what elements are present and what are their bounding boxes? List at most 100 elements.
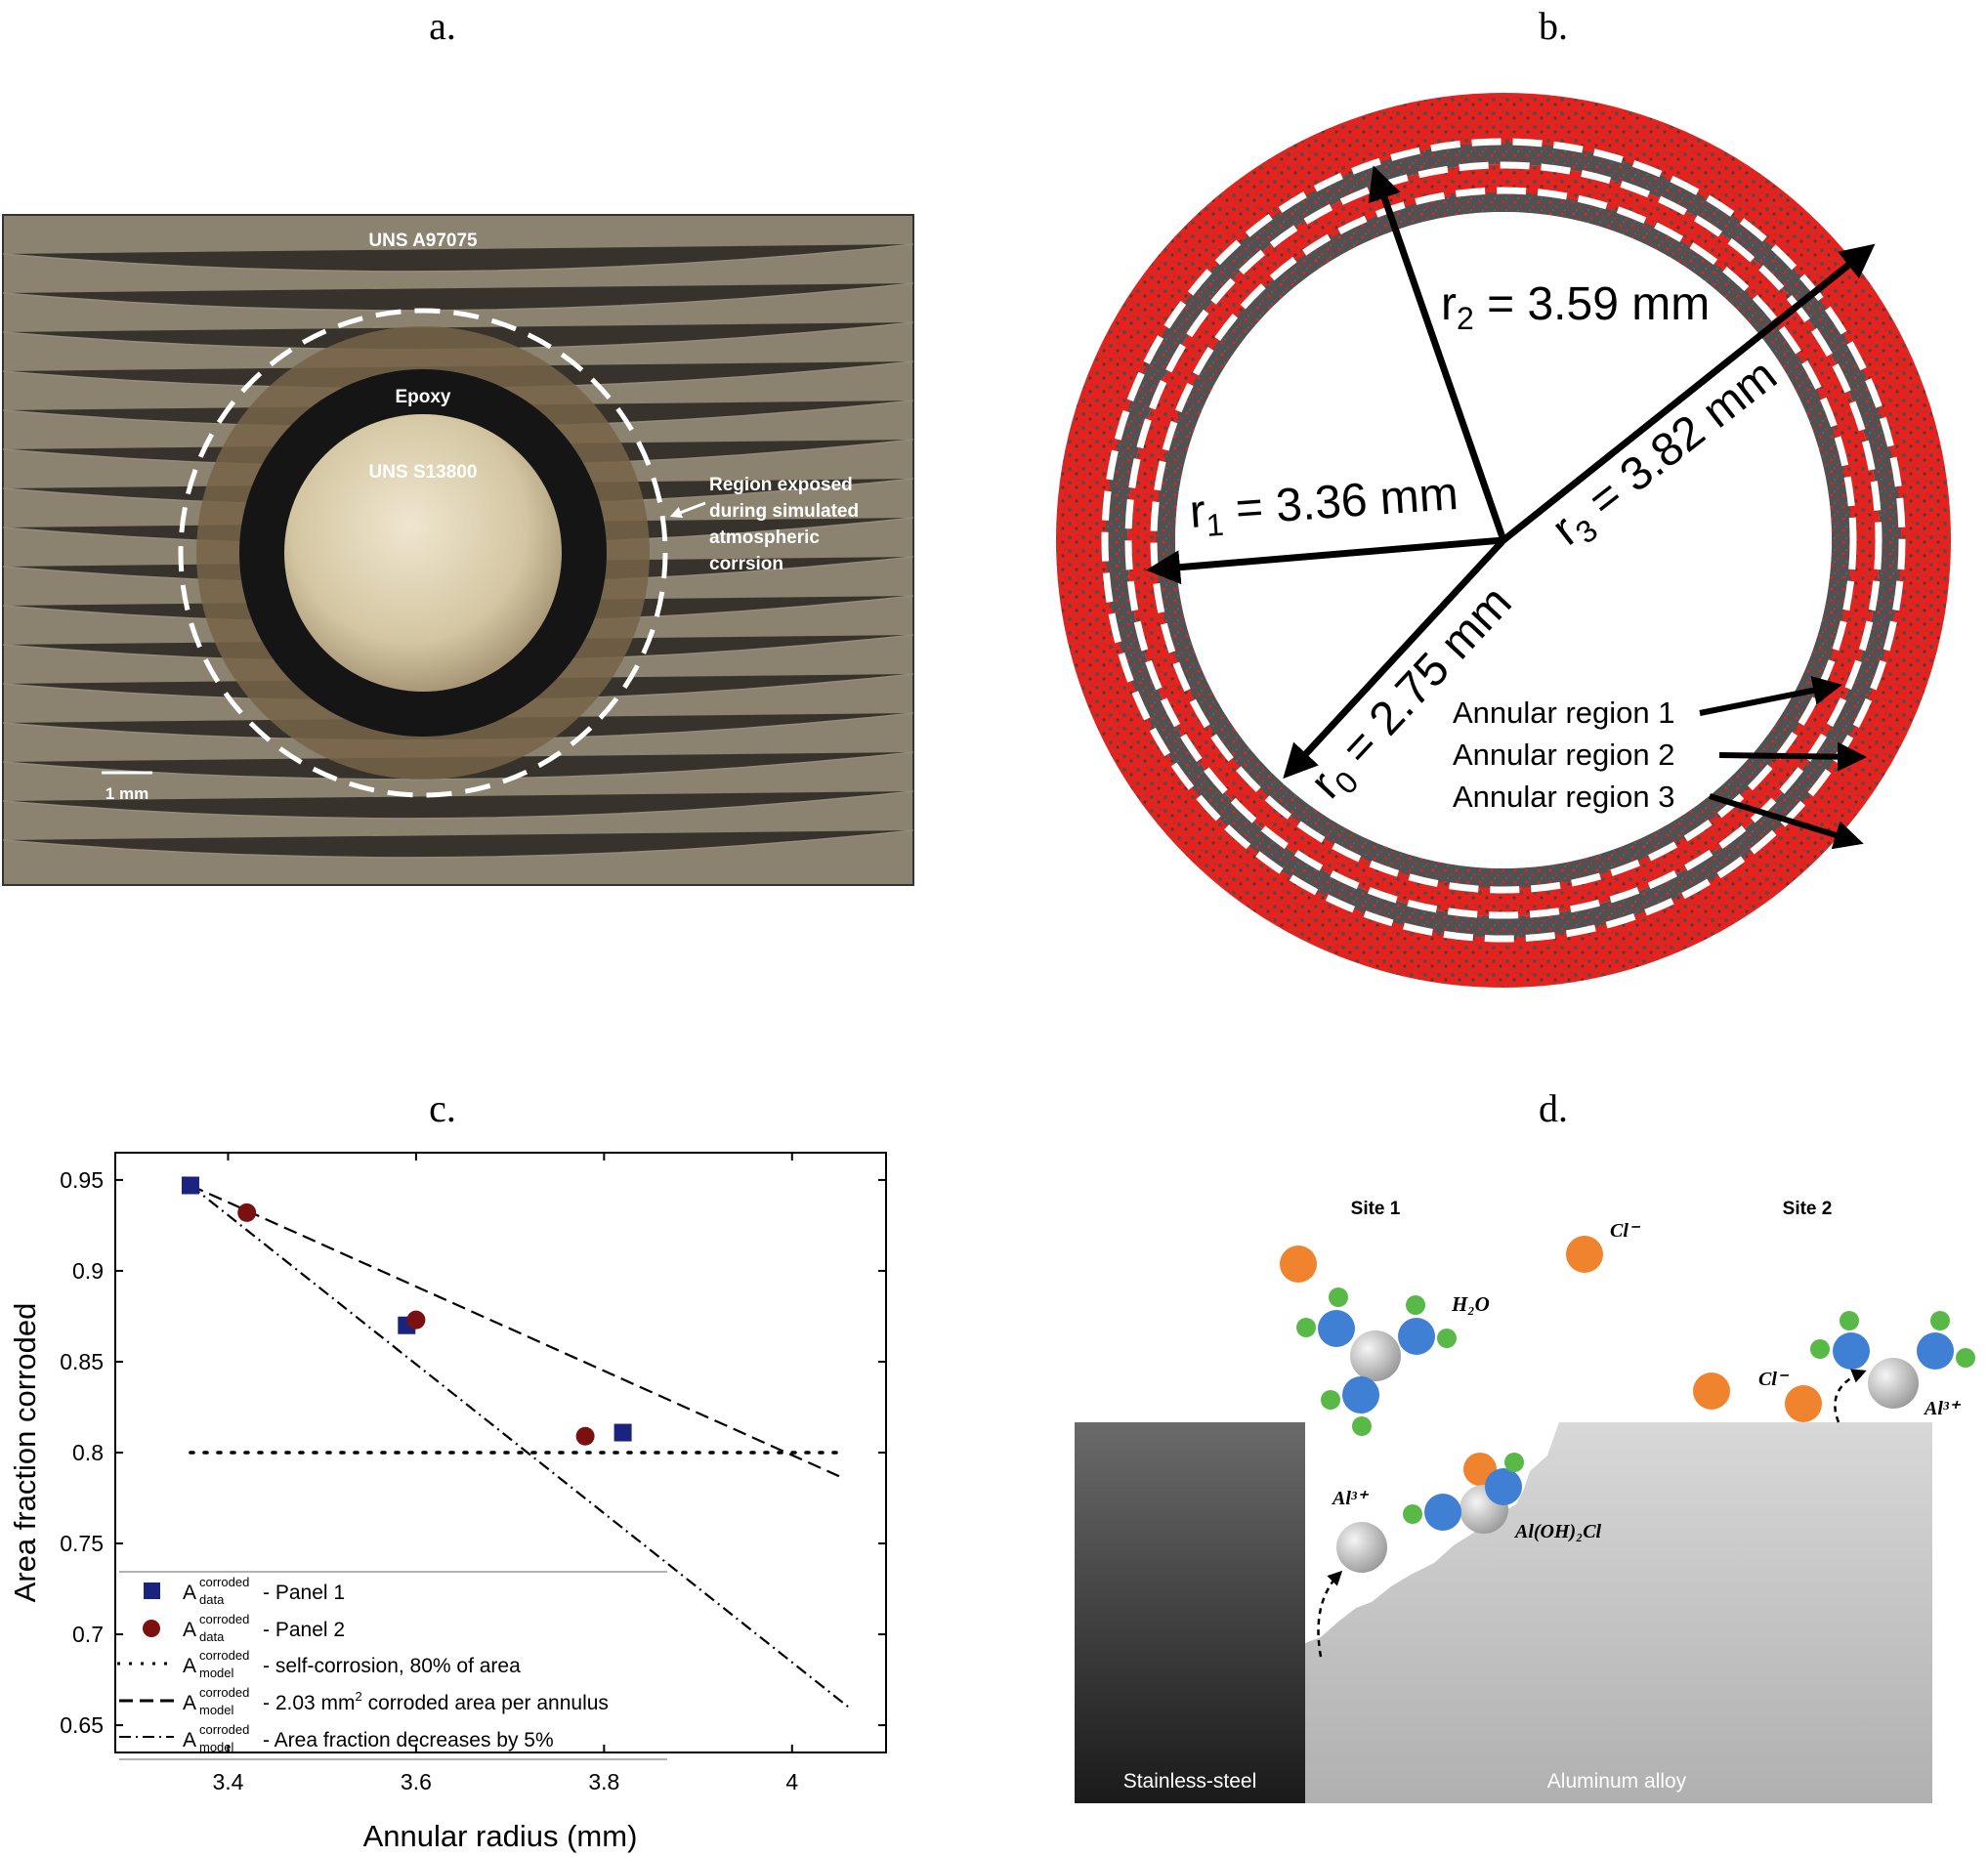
hydrated-al-ion [1350, 1330, 1401, 1381]
legend-entry-4-text-main: - 2.03 mm [263, 1692, 356, 1714]
annular-region-1-arrow [1699, 675, 1842, 716]
panel-2-data-point [237, 1203, 257, 1222]
scale-label: 1 mm [106, 784, 148, 803]
middle-grey-ring [1106, 143, 1901, 938]
legend-entry-4-text: - 2.03 mm2 corroded area per annulus [263, 1689, 609, 1714]
annulus-boundary-1 [1150, 187, 1857, 894]
stainless-steel-block [1075, 1422, 1305, 1803]
pit-al-label: Al³⁺ [1331, 1488, 1370, 1509]
legend-entry-2-symbol: A [183, 1619, 196, 1641]
steel-label: Stainless-steel [1123, 1770, 1257, 1793]
y-axis-label: Area fraction corroded [8, 1303, 42, 1603]
y-tick-label: 0.85 [60, 1349, 104, 1374]
site2-water-o-2 [1917, 1332, 1954, 1370]
chart-data-points [181, 1176, 632, 1446]
aluminum-alloy-block [1305, 1422, 1932, 1803]
water-o-2 [1398, 1318, 1435, 1355]
site-1-label: Site 1 [1351, 1199, 1401, 1219]
legend-entry-5-sub: model [199, 1740, 234, 1754]
region-note-line-1: Region exposed [709, 475, 853, 495]
y-tick-label: 0.8 [72, 1440, 104, 1465]
legend-entry-5-symbol: A [183, 1729, 196, 1751]
site2-water-h-2b [1956, 1348, 1975, 1368]
chloride-label-1: Cl⁻ [1610, 1220, 1641, 1242]
water-o-1 [1318, 1310, 1355, 1347]
legend-entry-3-symbol: A [183, 1655, 196, 1677]
legend-entry-1-sup: corroded [199, 1575, 249, 1589]
region-note-line-2: during simulated [709, 501, 859, 522]
product-oh-1 [1424, 1494, 1461, 1531]
water-label: H₂O [1451, 1292, 1490, 1316]
legend-entry-2-sub: data [199, 1629, 225, 1644]
r3-arrow [1501, 243, 1876, 543]
panel-2-data-point [406, 1310, 426, 1329]
legend-entry-2-text: - Panel 2 [263, 1619, 345, 1641]
region-note-line-4: corrsion [709, 554, 783, 574]
annular-region-2-arrow [1718, 741, 1867, 772]
water-h-3a [1321, 1390, 1340, 1410]
x-tick-label: 3.6 [401, 1769, 432, 1794]
pit-al-ion [1336, 1522, 1387, 1573]
legend-entry-3-sub: model [199, 1666, 234, 1680]
model-line-dashed [190, 1184, 840, 1478]
x-tick-label: 4 [785, 1769, 798, 1794]
water-h-1a [1296, 1318, 1316, 1337]
epoxy-label: Epoxy [395, 387, 450, 407]
panel-label-a: a. [429, 4, 456, 48]
panel-label-b: b. [1539, 4, 1568, 48]
legend-entry-3-text: - self-corrosion, 80% of area [263, 1655, 521, 1677]
alloy-label: Aluminum alloy [1547, 1770, 1687, 1793]
r0-arrow [1283, 537, 1506, 780]
legend-entry-1-sub: data [199, 1592, 225, 1607]
legend-entry-4-tail-sup: 2 [356, 1689, 362, 1704]
y-tick-label: 0.9 [72, 1258, 104, 1284]
r2-arrow [1368, 165, 1507, 542]
chart-legend: A corroded data - Panel 1 A corroded dat… [117, 1571, 667, 1760]
region-note-line-3: atmospheric [709, 528, 820, 548]
chloride-label-2: Cl⁻ [1758, 1369, 1790, 1390]
legend-circle-symbol [143, 1620, 160, 1637]
chloride-ion-4 [1785, 1385, 1822, 1422]
legend-entry-5-sup: corroded [199, 1722, 249, 1737]
legend-square-symbol [144, 1583, 160, 1599]
annular-region-2-label: Annular region 2 [1453, 738, 1675, 772]
r1-arrow [1146, 536, 1504, 585]
exposed-region-boundary [178, 308, 668, 798]
panel-d-mechanism: Stainless-steel Aluminum alloy Site 1 Si… [1075, 1199, 1975, 1803]
y-tick-label: 0.7 [72, 1622, 104, 1647]
x-tick-label: 3.4 [212, 1769, 243, 1794]
legend-entry-1-symbol: A [183, 1582, 196, 1604]
r2-label-value: = 3.59 mm [1474, 278, 1710, 330]
y-tick-label: 0.65 [60, 1712, 104, 1738]
product-h-1 [1403, 1504, 1422, 1524]
inner-red-ring [1127, 164, 1880, 916]
substrate-label: UNS A97075 [368, 231, 478, 251]
site2-water-h-2a [1930, 1311, 1950, 1330]
r1-label-symbol: r [1188, 485, 1207, 538]
site2-water-h-1a [1810, 1339, 1830, 1359]
panel-b-annulus: r2 = 3.59 mm r1 = 3.36 mm r3 = 3.82 mm r… [1056, 93, 1951, 988]
r2-label-symbol: r [1441, 278, 1457, 330]
fastener-label: UNS S13800 [369, 462, 478, 483]
chart-model-lines [189, 1184, 850, 1709]
site-2-label: Site 2 [1783, 1199, 1833, 1219]
annular-region-1-label: Annular region 1 [1453, 696, 1675, 730]
y-tick-label: 0.95 [60, 1167, 104, 1193]
annular-region-3-arrow [1709, 793, 1864, 850]
chloride-ion-1 [1280, 1245, 1317, 1283]
panel-a-micrograph: UNS A97075 Epoxy UNS S13800 Region expos… [2, 214, 914, 886]
panel-label-c: c. [429, 1086, 456, 1130]
water-h-2a [1437, 1329, 1457, 1348]
panel-1-data-point [613, 1423, 632, 1442]
product-oh-2 [1485, 1468, 1522, 1505]
innermost-grey-ring [1156, 192, 1851, 888]
outer-red-ring [1056, 93, 1951, 988]
water-h-3b [1352, 1416, 1372, 1436]
annulus-boundary-3 [1101, 138, 1906, 943]
water-h-2b [1406, 1295, 1425, 1315]
x-tick-label: 3.8 [588, 1769, 619, 1794]
site2-water-h-1b [1840, 1311, 1859, 1330]
product-h-2 [1504, 1453, 1524, 1472]
